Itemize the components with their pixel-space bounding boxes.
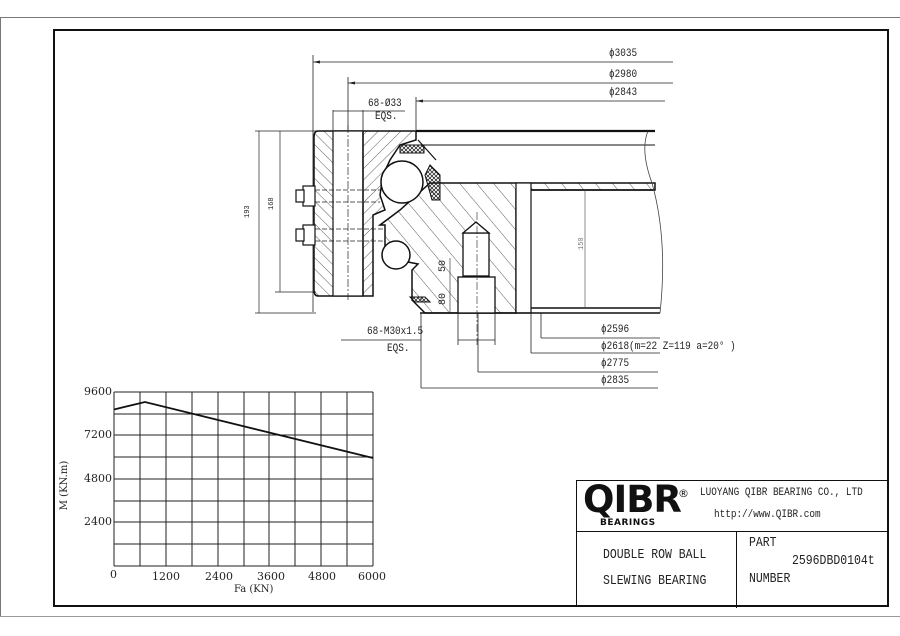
title-block-header: QIBR ® BEARINGS LUOYANG QIBR BEARING CO.…: [577, 478, 889, 532]
sheet-border-bottom: [0, 616, 900, 617]
dim-d2775: ϕ2775: [601, 358, 630, 370]
height-dimensions: [255, 130, 316, 314]
seal-side: [424, 164, 441, 201]
title-block: QIBR ® BEARINGS LUOYANG QIBR BEARING CO.…: [576, 478, 889, 608]
dim-d2596: ϕ2596: [601, 324, 630, 336]
outer-ring-upper: [362, 130, 417, 297]
description-line-2: SLEWING BEARING: [603, 573, 707, 589]
logo-subtitle: BEARINGS: [600, 518, 656, 528]
dim-d2843: ϕ2843: [609, 87, 638, 99]
sheet-border-left: [0, 17, 1, 617]
dim-d2980: ϕ2980: [609, 69, 638, 81]
company-name: LUOYANG QIBR BEARING CO., LTD: [700, 487, 863, 499]
dim-d2835: ϕ2835: [601, 375, 630, 387]
bottom-dimension-lines: [341, 313, 660, 389]
company-url: http://www.QIBR.com: [714, 509, 821, 521]
x-tick-6000: 6000: [358, 570, 386, 583]
top-dimension-lines: [312, 55, 673, 312]
ball-upper: [380, 160, 424, 204]
number-label: NUMBER: [749, 571, 791, 587]
x-tick-0: 0: [110, 568, 117, 581]
x-tick-2400: 2400: [205, 570, 233, 583]
x-tick-3600: 3600: [257, 570, 285, 583]
registered-icon: ®: [678, 487, 689, 500]
break-line: [644, 130, 664, 314]
description-line-1: DOUBLE ROW BALL: [603, 547, 707, 563]
x-tick-1200: 1200: [152, 570, 180, 583]
holes-bottom-count: 68-M30x1.5: [367, 326, 424, 338]
drawing-frame: [53, 29, 889, 607]
holes-top-note: EQS.: [375, 111, 398, 123]
bolt-upper: [295, 185, 316, 207]
logo-text: QIBR: [583, 478, 682, 521]
part-number: 2596DBD0104t: [792, 553, 875, 569]
bolt-lower: [295, 224, 316, 246]
seal-bottom: [408, 296, 432, 303]
qibr-logo: QIBR ® BEARINGS: [583, 478, 689, 530]
y-tick-2400: 2400: [84, 515, 112, 528]
seal-top: [399, 144, 425, 154]
description-cell: DOUBLE ROW BALL SLEWING BEARING: [577, 531, 737, 608]
y-tick-4800: 4800: [84, 472, 112, 485]
load-curve: [113, 401, 374, 459]
ball-lower: [381, 240, 411, 270]
chart-grid: [113, 391, 374, 567]
x-axis-label: Fa (KN): [234, 584, 274, 595]
y-axis-label: M (KN.m): [59, 460, 71, 511]
holes-bottom-note: EQS.: [387, 343, 410, 355]
tapped-hole: [457, 221, 496, 314]
dim-d3035: ϕ3035: [609, 48, 638, 60]
dim-d2618: ϕ2618(m=22 Z=119 a=20° ): [601, 341, 736, 353]
holes-top-count: 68-Ø33: [368, 98, 402, 110]
x-tick-4800: 4800: [308, 570, 336, 583]
sheet-border-top: [0, 17, 900, 18]
part-label: PART: [749, 535, 777, 551]
y-tick-9600: 9600: [84, 385, 112, 398]
y-tick-7200: 7200: [84, 428, 112, 441]
